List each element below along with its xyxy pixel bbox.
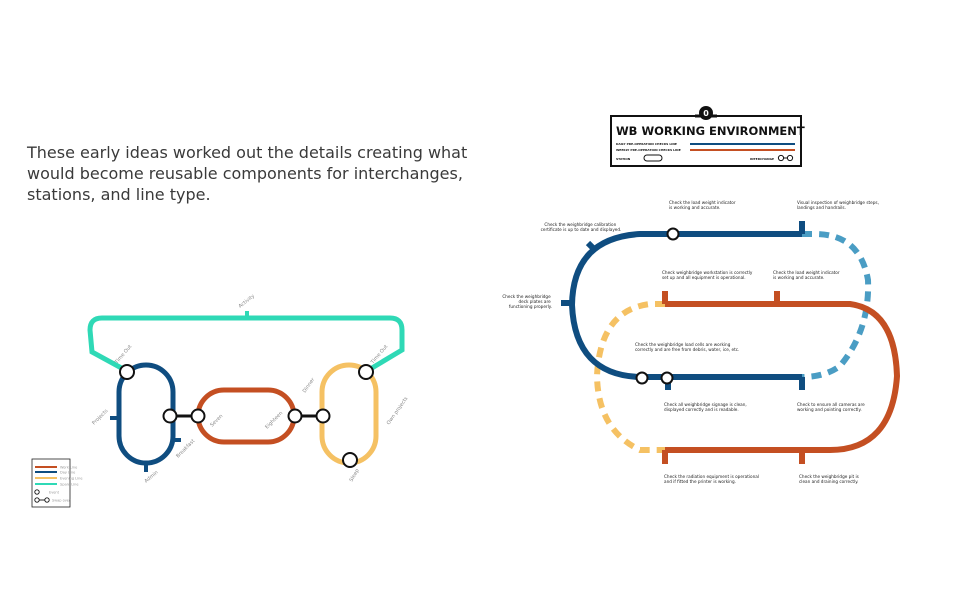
interchange-legend-label: INTERCHANGE <box>750 157 774 161</box>
label-time-out-left: Time Out <box>113 344 133 366</box>
station-legend-label: STATION <box>616 157 631 161</box>
note-signage: Check all weighbridge signage is clean, … <box>664 402 748 412</box>
interchange-legend-icon <box>777 154 794 162</box>
interchange-left <box>162 408 206 424</box>
note-workstation: Check weighbridge workstation is correct… <box>662 270 754 280</box>
label-own-projects: Own projects <box>386 396 410 427</box>
sleep-station <box>342 452 358 468</box>
title-badge-text: 0 <box>703 109 709 118</box>
note-calibration: Check the weighbridge calibration certif… <box>541 222 622 232</box>
title-badge <box>699 106 713 120</box>
title-box: 0 WB WORKING ENVIRONMENT DAILY PRE-OPERA… <box>610 106 805 167</box>
note-radiation: Check the radiation equipment is operati… <box>664 474 760 484</box>
label-seven: Seven <box>209 413 224 428</box>
note-visual-inspection: Visual inspection of weighbridge steps, … <box>797 200 880 210</box>
note-load-indicator-top: Check the load weight indicator is worki… <box>669 200 737 210</box>
note-pit: Check the weighbridge pit is clean and d… <box>799 474 860 484</box>
legend-work: Work Line <box>60 466 77 470</box>
station-signage <box>660 371 674 385</box>
legend-swap: Swap over <box>52 499 71 503</box>
weekly-line-dashed <box>593 301 665 453</box>
interchange-right <box>287 408 331 424</box>
spare-line <box>87 315 405 374</box>
station-load-cells <box>635 371 649 385</box>
concept-sketch: Activity Time Out Projects Admin Breakfa… <box>31 293 410 508</box>
map-title: WB WORKING ENVIRONMENT <box>616 124 805 138</box>
sketch-legend: Work Line Day Line Evening Line Spare Li… <box>31 458 82 508</box>
daily-line-dashed <box>801 231 872 380</box>
daily-legend-label: DAILY PRE-OPERATION CHECKS LINE <box>616 142 677 146</box>
label-dinner: Dinner <box>302 376 317 394</box>
weekly-legend-label: WEEKLY PRE-OPERATION CHECKS LINE <box>616 148 681 152</box>
legend-evening: Evening Line <box>60 477 82 481</box>
label-eighteen: Eighteen <box>264 410 284 430</box>
legend-day: Day Line <box>60 471 75 475</box>
intro-text: These early ideas worked out the details… <box>27 143 468 204</box>
note-cameras: Check to ensure all cameras are working … <box>797 402 866 412</box>
label-projects: Projects <box>91 408 109 426</box>
label-activity: Activity <box>238 293 256 309</box>
station-legend-icon <box>643 154 663 162</box>
wb-metro-map: 0 WB WORKING ENVIRONMENT DAILY PRE-OPERA… <box>502 106 901 484</box>
station-load-indicator-top <box>666 227 680 241</box>
time-out-left-station <box>119 364 135 380</box>
note-load-indicator-mid: Check the load weight indicator is worki… <box>773 270 841 280</box>
note-load-cells: Check the weighbridge load cells are wor… <box>635 342 739 352</box>
time-out-right-station <box>358 364 374 380</box>
weekly-line <box>665 301 901 453</box>
tick-calibration <box>585 240 599 254</box>
label-sleep: Sleep <box>349 468 361 483</box>
note-deck-plates: Check the weighbridge deck plates are fu… <box>502 294 552 309</box>
legend-event: Event <box>49 491 60 495</box>
legend-spare: Spare Line <box>60 483 79 487</box>
